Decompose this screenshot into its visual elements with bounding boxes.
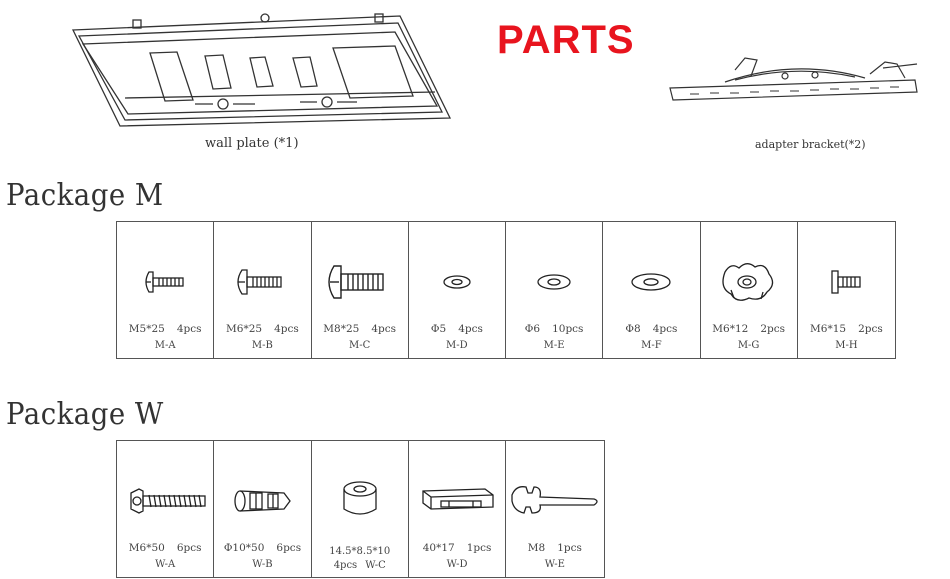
part-size: M6*15 (810, 323, 847, 335)
part-quantity: 4pcs (458, 323, 483, 335)
washer-icon (537, 274, 571, 290)
screw-icon (145, 271, 184, 293)
part-size: M6*50 (128, 542, 165, 554)
washer-icon (631, 273, 671, 291)
package-m-table: M5*25 4pcs M-A M6*25 4pcs M-B M8*25 4pcs M-… (116, 221, 896, 359)
part-size: Φ10*50 (223, 542, 265, 554)
wall-plate-illustration (71, 13, 452, 127)
package-w-heading: Package W (6, 397, 164, 432)
part-cell: M6*15 2pcs M-H (798, 222, 895, 358)
part-quantity: 2pcs (760, 323, 785, 335)
part-cell: M6*50 6pcs W-A (117, 441, 215, 577)
part-code: W-E (544, 559, 565, 570)
part-code: M-C (348, 340, 371, 351)
part-quantity: 1pcs (557, 542, 582, 554)
part-size: M8*25 (323, 323, 360, 335)
package-w-table: M6*50 6pcs W-A Φ10*50 6pcs W-B 14.5*8.5*10… (116, 440, 605, 578)
part-code: M-D (446, 340, 468, 351)
part-cell: Φ5 4pcs M-D (409, 222, 506, 358)
part-code: M-B (251, 340, 273, 351)
package-m-heading: Package M (6, 178, 164, 213)
part-cell: 14.5*8.5*10 4pcs W-C (312, 441, 409, 577)
screw-icon (831, 270, 861, 294)
part-cell: M6*12 2pcs M-G (701, 222, 798, 358)
wrench-icon (511, 486, 598, 514)
part-size: M6*12 (712, 323, 749, 335)
part-size: 14.5*8.5*10 (329, 546, 391, 557)
part-code: W-D (446, 559, 468, 570)
lag-bolt-icon (130, 488, 206, 514)
page-title: PARTS (497, 18, 635, 62)
part-code: M-G (737, 340, 760, 351)
screw-icon (237, 269, 282, 295)
part-cell: Φ10*50 6pcs W-B (214, 441, 312, 577)
part-size: M8 (527, 542, 546, 554)
part-quantity: 6pcs (276, 542, 302, 554)
adapter-bracket-caption: adapter bracket(*2) (755, 138, 866, 151)
anchor-icon (234, 490, 292, 512)
part-quantity: 4pcs (274, 323, 299, 335)
part-cell: M8 1pcs W-E (506, 441, 603, 577)
part-quantity: 1pcs (466, 542, 492, 554)
part-cell: Φ6 10pcs M-E (506, 222, 604, 358)
part-quantity: 4pcs (176, 323, 202, 335)
spacer-icon (342, 481, 377, 515)
wall-plate-caption: wall plate (*1) (205, 136, 299, 151)
part-code: W-A (155, 559, 176, 570)
part-cell: 40*17 1pcs W-D (409, 441, 507, 577)
part-code: M-F (641, 340, 662, 351)
part-cell: M5*25 4pcs M-A (117, 222, 215, 358)
washer-icon (443, 275, 471, 289)
adapter-bracket-illustration (669, 57, 918, 101)
part-quantity: 2pcs (858, 323, 883, 335)
part-size: 40*17 (422, 542, 455, 554)
part-size: Φ6 (524, 323, 541, 335)
part-size: Φ5 (430, 323, 447, 335)
knob-icon (721, 263, 773, 301)
part-quantity: 4pcs (371, 323, 396, 335)
part-cell: M6*25 4pcs M-B (214, 222, 312, 358)
part-cell: Φ8 4pcs M-F (603, 222, 701, 358)
part-code: M-E (543, 340, 565, 351)
part-code: W-B (252, 559, 273, 570)
part-code: W-C (365, 560, 386, 571)
part-cell: M8*25 4pcs M-C (312, 222, 409, 358)
part-quantity: 6pcs (176, 542, 202, 554)
level-icon (422, 488, 494, 510)
part-size: M5*25 (128, 323, 165, 335)
part-code: M-A (154, 340, 176, 351)
part-quantity: 10pcs (552, 323, 584, 335)
part-quantity: 4pcs (652, 323, 678, 335)
part-code: M-H (835, 340, 858, 351)
part-size: M6*25 (226, 323, 263, 335)
screw-icon (327, 265, 384, 299)
part-quantity: 4pcs (333, 560, 358, 571)
part-size: Φ8 (625, 323, 641, 335)
